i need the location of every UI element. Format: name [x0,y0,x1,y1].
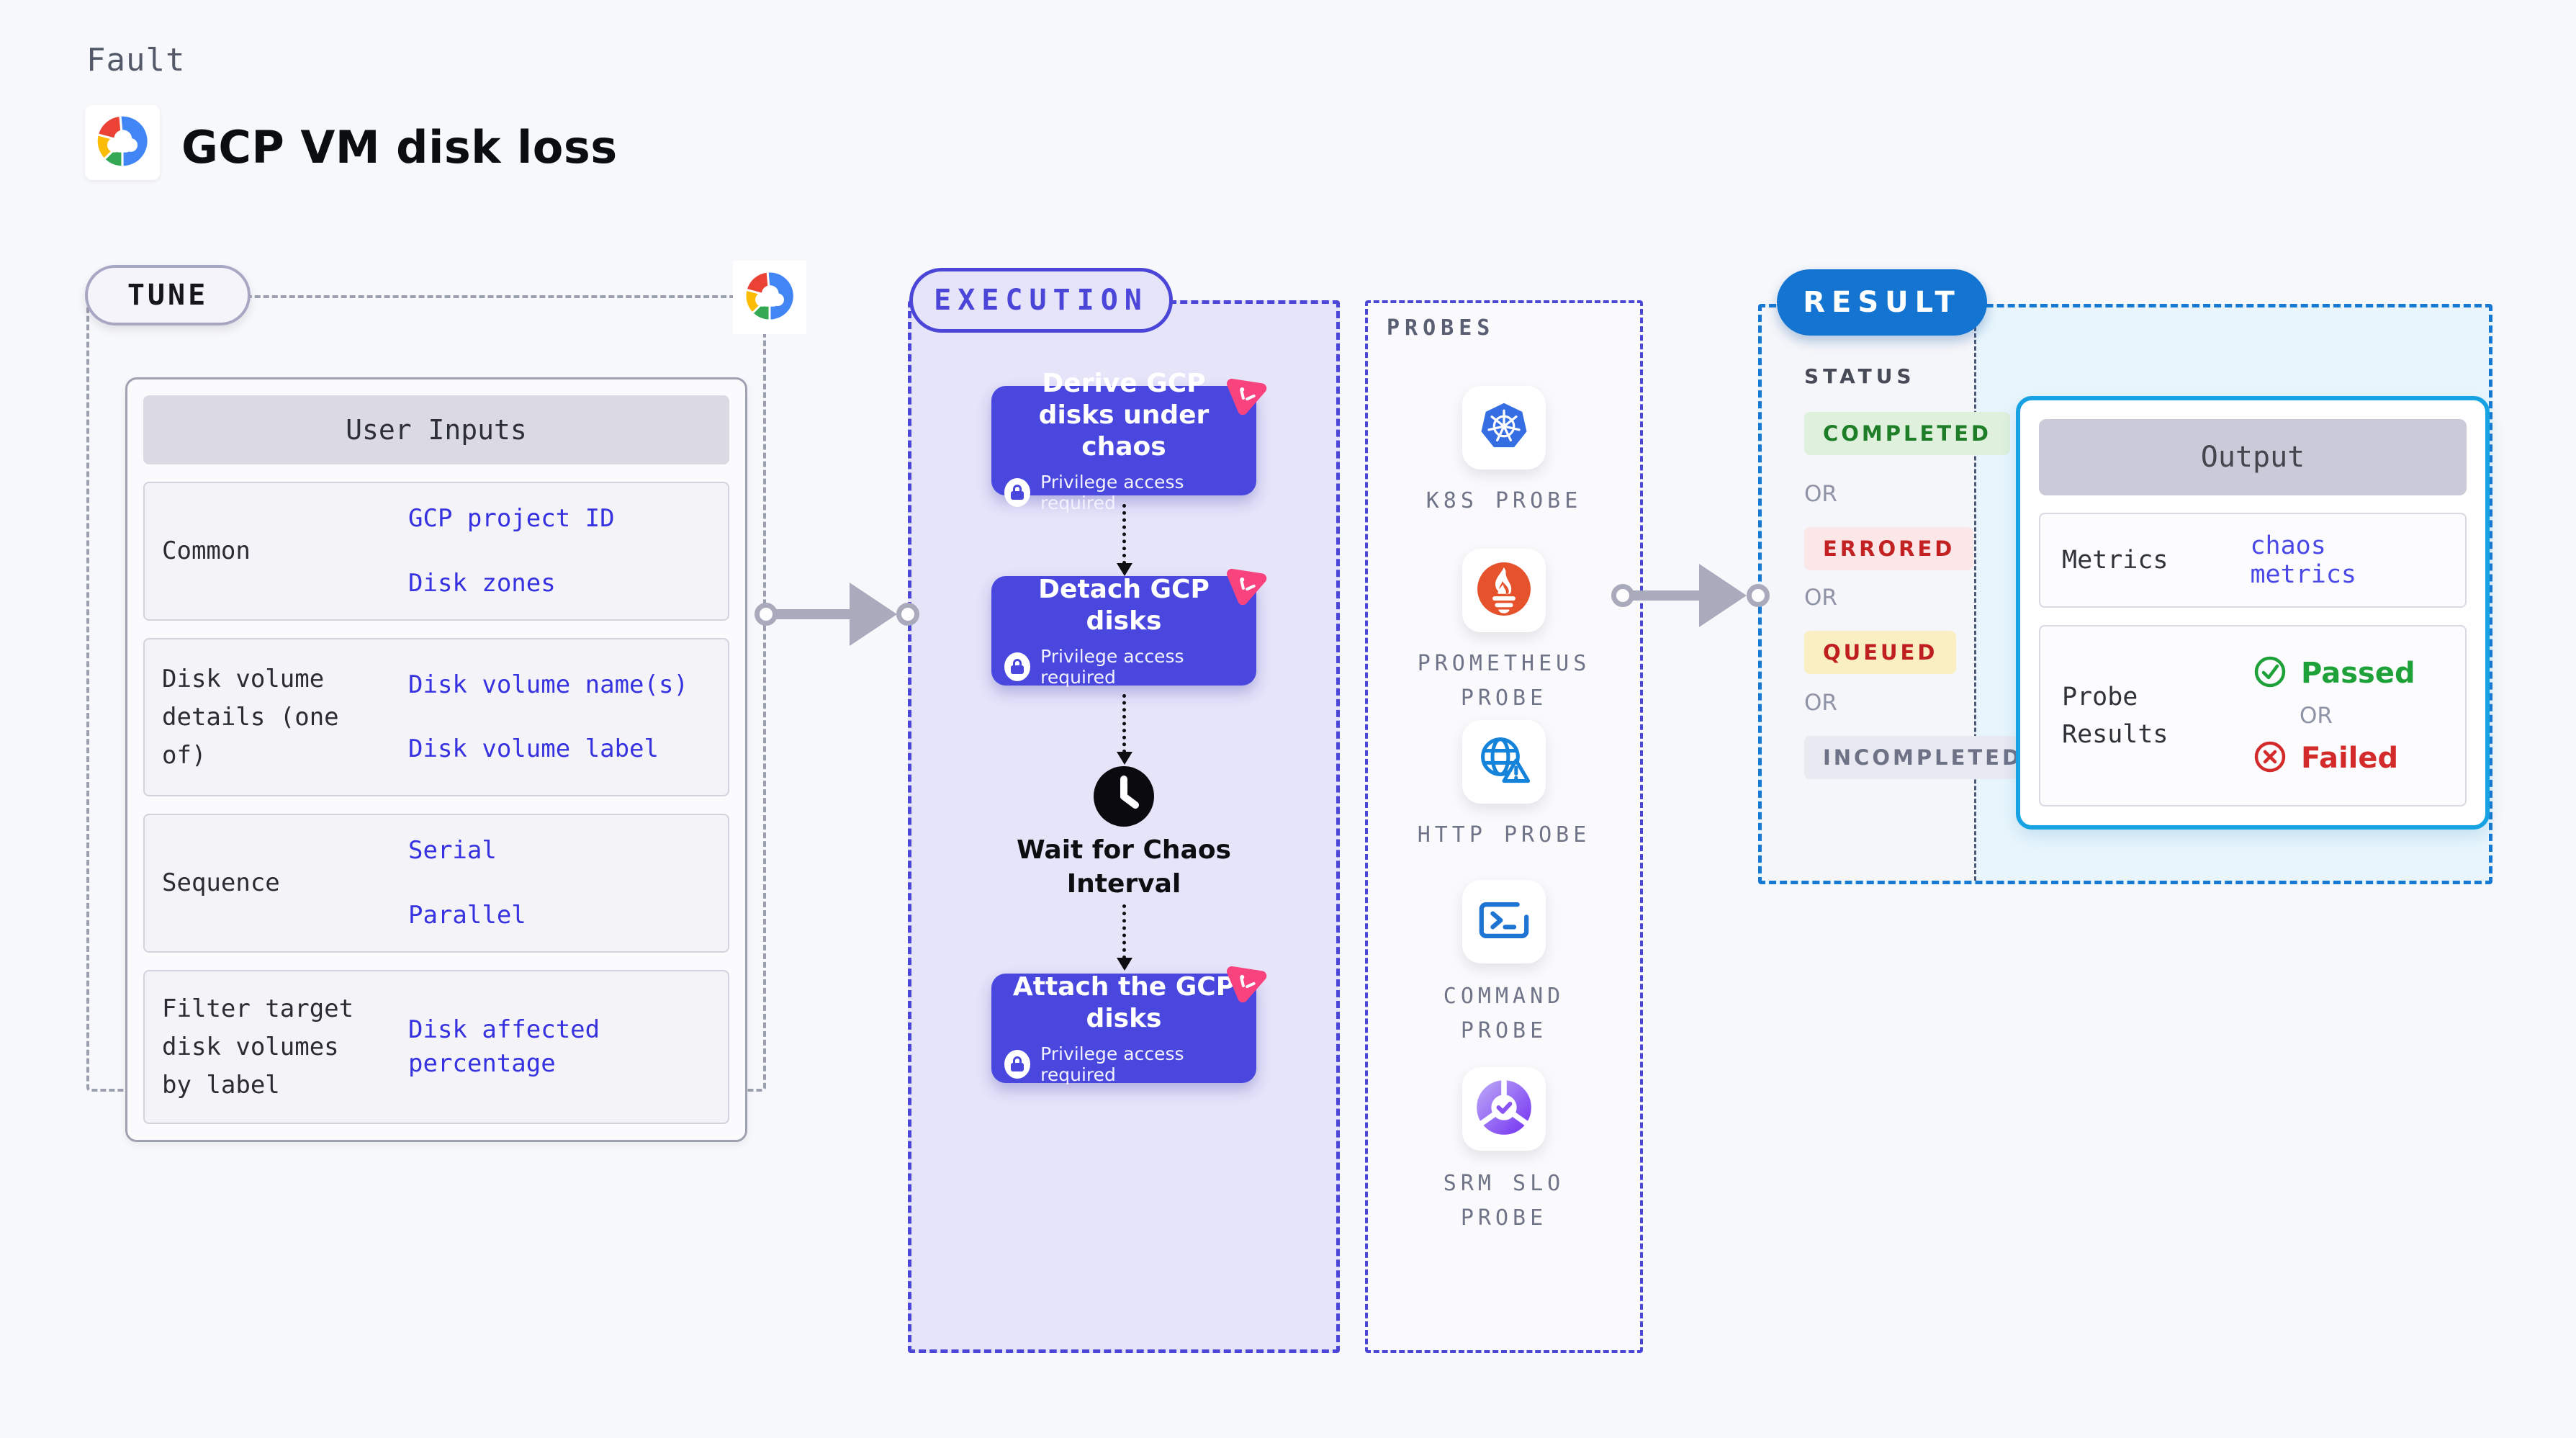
connector-dot [896,603,919,626]
command-probe-card [1462,880,1546,963]
step-connector [1122,694,1126,753]
probe-results-label: Probe Results [2062,682,2169,750]
input-row-common: Common GCP project ID Disk zones [143,482,729,621]
step-title: Derive GCP disks under chaos [1038,369,1210,462]
step-detach-gcp-disks: Detach GCP disks Privilege access requir… [991,568,1267,688]
gcp-cloud-icon [743,269,796,325]
input-value: Disk volume name(s) [408,670,688,699]
wait-for-chaos-interval-label: Wait for Chaos Interval [1017,835,1231,899]
input-row-filter-by-label: Filter target disk volumes by label Disk… [143,970,729,1125]
litmus-chaos-icon [1222,955,1274,1007]
output-card: Output Metrics chaos metrics Probe Resul… [2016,396,2490,830]
arrow-down-icon [1117,563,1132,576]
status-badge-incompleted: INCOMPLETED [1804,736,2042,779]
status-badge-queued: QUEUED [1804,631,1957,674]
lock-icon [1004,652,1031,681]
connector-dot [755,603,778,626]
arrow-down-icon [1117,958,1132,971]
metrics-row: Metrics chaos metrics [2039,513,2467,608]
input-value: GCP project ID [408,504,615,533]
probe-label: COMMAND PROBE [1443,984,1565,1043]
passed-check-icon [2253,655,2287,691]
status-badge-errored: ERRORED [1804,527,1974,570]
input-row-label: Filter target disk volumes by label [162,994,354,1100]
gcp-cloud-icon [94,113,150,172]
input-value: Parallel [408,900,526,930]
metrics-value: chaos metrics [2250,531,2356,589]
input-value: Serial [408,836,497,866]
user-inputs-card: User Inputs Common GCP project ID Disk z… [125,377,747,1143]
failed-label: Failed [2301,742,2399,775]
failed-x-icon [2253,740,2287,776]
clock-icon [1092,765,1156,828]
gcp-logo-tile [85,105,160,180]
result-badge: RESULT [1777,269,1987,336]
input-row-label: Common [162,536,251,566]
litmus-chaos-icon [1222,557,1274,609]
input-value: Disk zones [408,568,556,598]
lock-icon [1004,1049,1031,1079]
input-row-disk-volume-details: Disk volume details (one of) Disk volume… [143,638,729,797]
kubernetes-icon [1474,396,1534,459]
status-badge-completed: COMPLETED [1804,412,2011,455]
prometheus-probe-card [1462,549,1546,632]
output-title: Output [2039,419,2467,495]
command-terminal-icon [1476,892,1532,951]
probe-label: HTTP PROBE [1417,822,1591,848]
connector-dot [1747,584,1770,607]
http-probe-card [1462,720,1546,804]
probes-title: PROBES [1387,315,1495,341]
step-derive-gcp-disks: Derive GCP disks under chaos Privilege a… [991,369,1267,513]
probe-label: K8S PROBE [1426,488,1582,513]
connector-dot [1611,584,1634,607]
probes-group-box [1365,300,1643,1353]
execution-badge: EXECUTION [909,268,1173,333]
prometheus-icon [1474,559,1534,622]
input-value: Disk affected percentage [408,1015,600,1079]
lock-icon [1004,477,1031,507]
status-title: STATUS [1804,364,1916,388]
arrow-down-icon [1117,752,1132,765]
http-globe-icon [1474,730,1534,794]
input-row-label: Sequence [162,868,280,898]
or-label: OR [2300,703,2333,729]
input-row-label: Disk volume details (one of) [162,665,339,770]
metrics-label: Metrics [2062,545,2169,575]
input-value: Disk volume label [408,734,659,764]
step-title: Attach the GCP disks [1012,972,1235,1033]
fault-kicker: Fault [86,42,186,78]
status-strip [1762,307,1976,881]
step-connector [1122,504,1126,565]
litmus-chaos-icon [1222,367,1274,419]
page-title: GCP VM disk loss [181,121,618,174]
input-row-sequence: Sequence Serial Parallel [143,814,729,953]
srm-slo-icon [1474,1077,1534,1141]
step-attach-gcp-disks: Attach the GCP disks Privilege access re… [991,966,1267,1085]
probe-label: SRM SLO PROBE [1443,1171,1565,1231]
or-label: OR [1804,585,1837,611]
privilege-note: Privilege access required [1040,645,1184,688]
srm-slo-probe-card [1462,1067,1546,1151]
privilege-note: Privilege access required [1040,1043,1184,1085]
step-title: Detach GCP disks [1038,575,1210,636]
privilege-note: Privilege access required [1040,471,1184,513]
passed-label: Passed [2301,657,2415,690]
or-label: OR [1804,481,1837,507]
k8s-probe-card [1462,386,1546,469]
tune-badge: TUNE [85,265,251,325]
probe-results-row: Probe Results Passed OR [2039,625,2467,806]
tune-corner-gcp-tile [733,261,806,334]
or-label: OR [1804,690,1837,716]
user-inputs-title: User Inputs [143,395,729,464]
step-connector [1122,904,1126,959]
probe-label: PROMETHEUS PROBE [1417,651,1591,711]
